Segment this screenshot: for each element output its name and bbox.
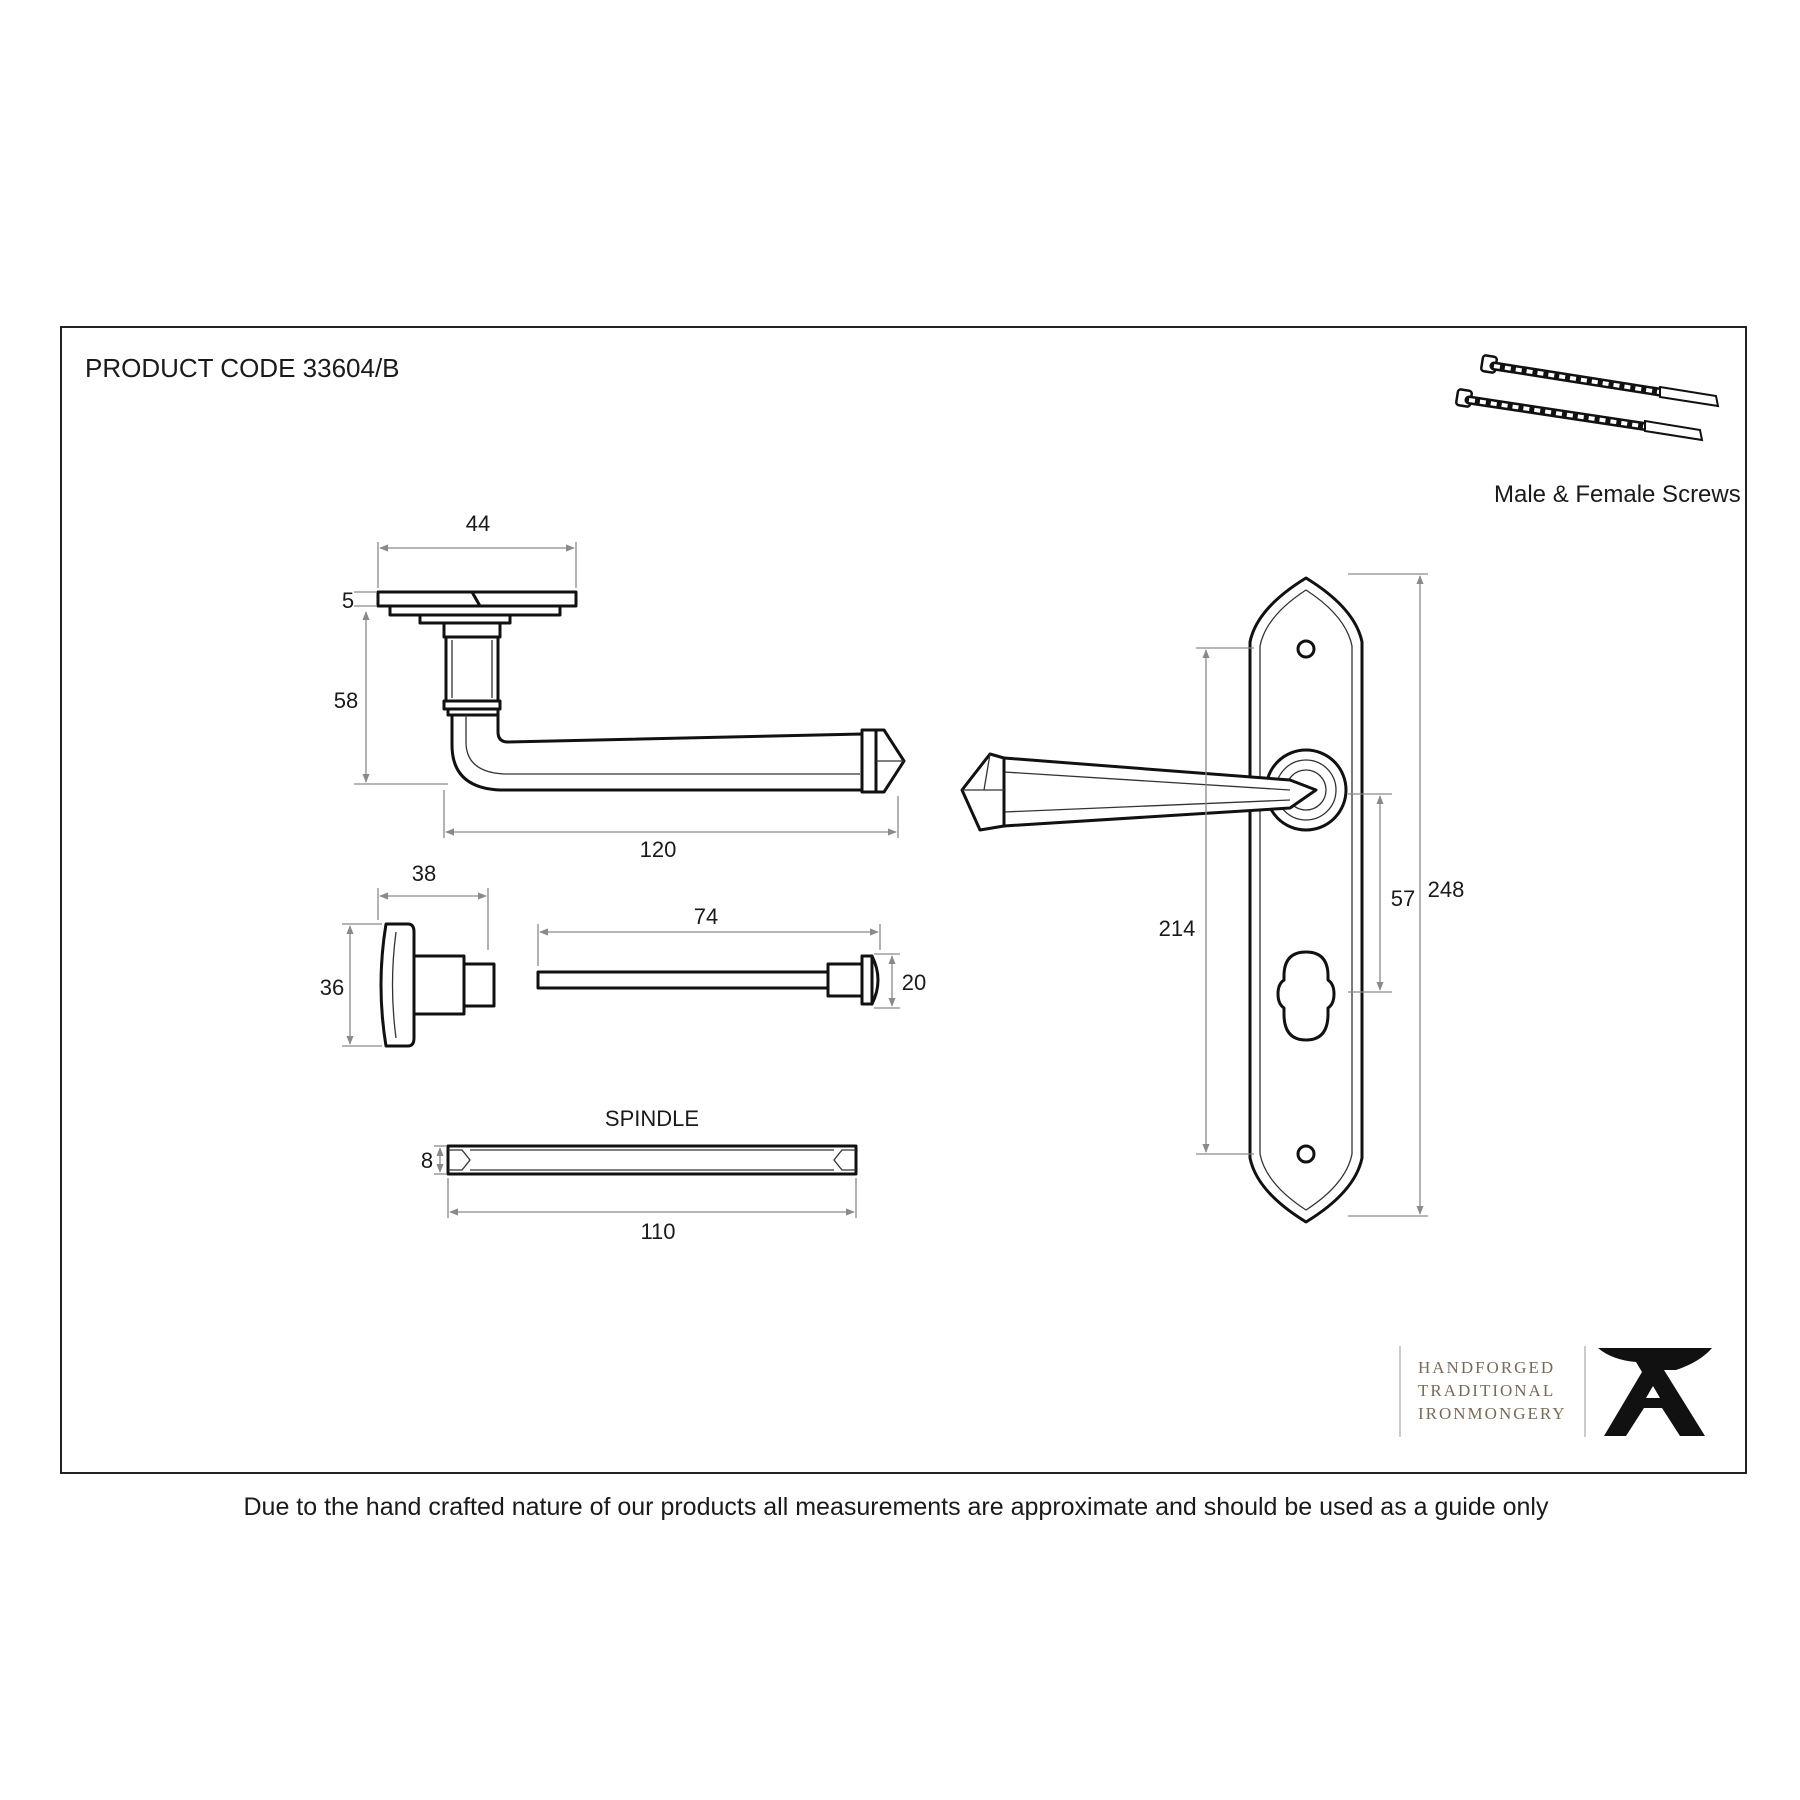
dim-turn-height: 36 [320, 975, 344, 1000]
dimension-lines-release [537, 924, 900, 1009]
screws-illustration [1455, 354, 1720, 442]
spindle-label: SPINDLE [605, 1106, 699, 1131]
product-code: PRODUCT CODE 33604/B [85, 353, 400, 383]
brand-line3: IRONMONGERY [1418, 1404, 1567, 1423]
brand-line1: HANDFORGED [1418, 1358, 1555, 1377]
dim-release-diameter: 20 [902, 970, 926, 995]
dim-plate-height: 248 [1428, 877, 1465, 902]
lever-side-view [376, 590, 906, 794]
brand-line2: TRADITIONAL [1418, 1381, 1555, 1400]
spindle [446, 1144, 858, 1176]
dimension-lines-side [354, 542, 899, 838]
dim-spindle-length: 110 [640, 1219, 675, 1244]
thumb-turn [379, 922, 496, 1048]
brand-logo [1399, 1346, 1712, 1437]
dim-handle-length: 120 [640, 837, 677, 862]
dimension-lines-turn [342, 888, 489, 1047]
dim-handle-height: 58 [334, 688, 358, 713]
dimension-lines-front [1196, 573, 1428, 1217]
dim-lever-to-turn: 57 [1391, 886, 1415, 911]
dim-turn-width: 38 [412, 861, 436, 886]
screws-label: Male & Female Screws [1494, 481, 1741, 508]
dim-rose-width: 44 [466, 511, 490, 536]
lever-front-view [960, 576, 1364, 1224]
dim-release-length: 74 [694, 904, 718, 929]
drawing-frame [60, 326, 1747, 1474]
emergency-release [536, 954, 880, 1006]
dim-rose-thickness: 5 [342, 588, 354, 613]
dim-plate-centres: 214 [1159, 916, 1196, 941]
anvil-icon [1598, 1348, 1712, 1436]
dimension-lines-spindle [434, 1145, 857, 1218]
dim-spindle-thickness: 8 [421, 1148, 433, 1173]
disclaimer: Due to the hand crafted nature of our pr… [244, 1493, 1549, 1521]
